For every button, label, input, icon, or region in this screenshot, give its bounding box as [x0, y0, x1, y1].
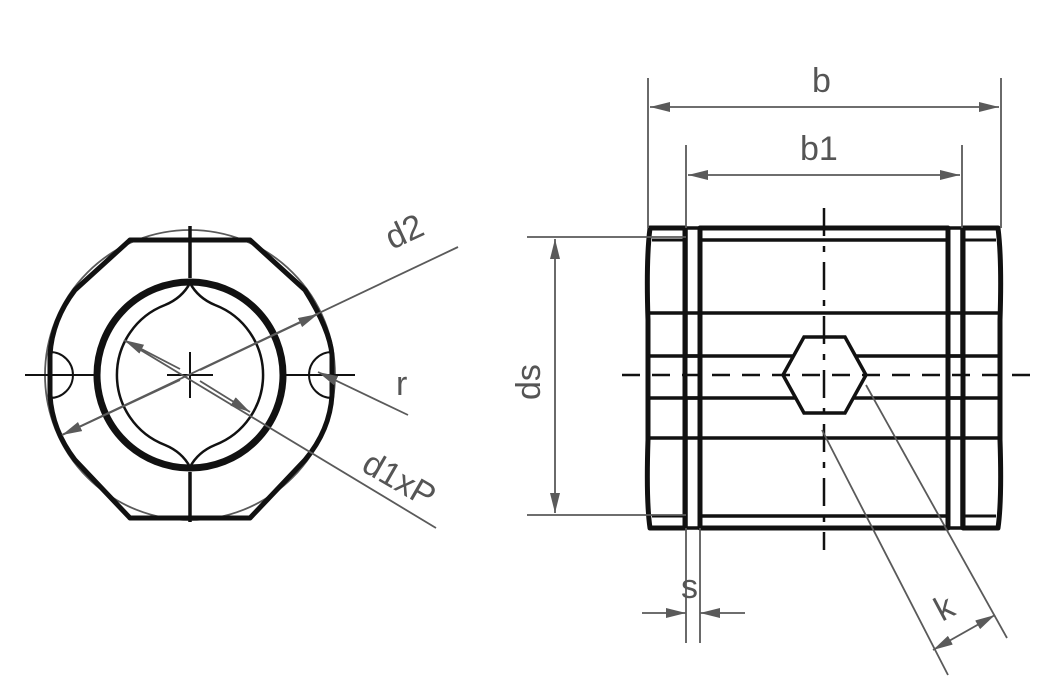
b1-label: b1 — [800, 130, 838, 168]
d2-label: d2 — [379, 207, 429, 257]
b-label: b — [812, 62, 831, 100]
right-end-cap — [960, 225, 1004, 531]
s-label: s — [681, 568, 698, 606]
ds-label: ds — [510, 364, 548, 400]
k-label: k — [928, 587, 962, 629]
side-view: b b1 ds s k — [510, 62, 1035, 676]
outer-body-outline — [47, 237, 335, 521]
end-view: d2 d1xP r — [25, 207, 459, 529]
left-end-cap — [644, 225, 688, 531]
k-dimension-line — [932, 614, 996, 651]
d1xP-leader — [123, 339, 437, 529]
bore-outline — [115, 280, 265, 470]
r-leader — [317, 371, 409, 416]
r-label: r — [396, 365, 407, 403]
